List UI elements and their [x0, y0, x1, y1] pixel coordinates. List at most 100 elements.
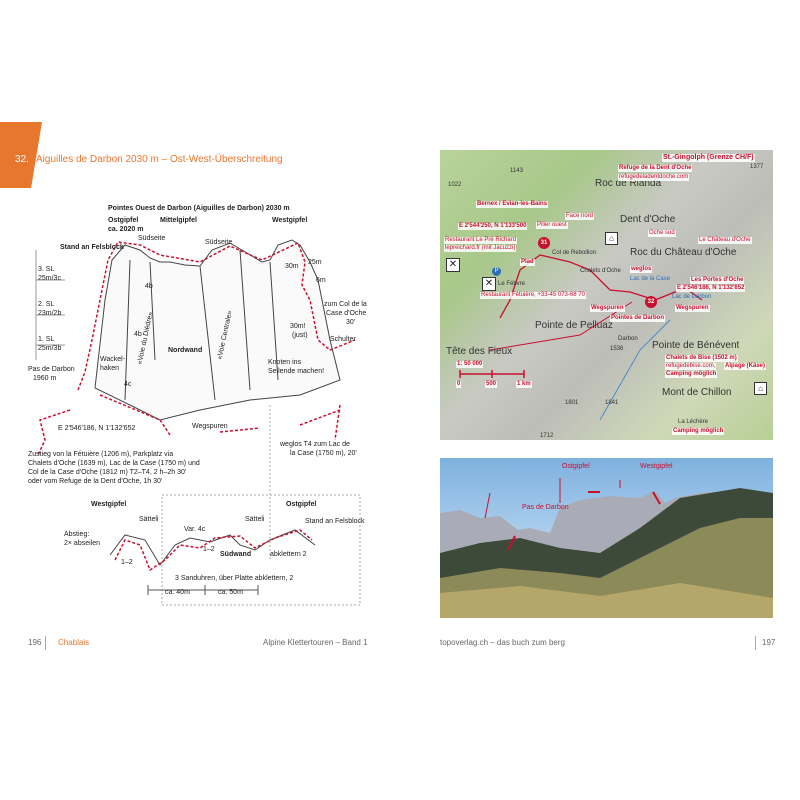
label-nordwand: Nordwand: [168, 347, 203, 354]
map-direction: St.-Gingolph (Grenze CH/F): [662, 154, 755, 162]
route-number: 32.: [15, 154, 29, 165]
map-label: Roc de Rianda: [595, 178, 662, 189]
pitch-label: 2. SL: [38, 301, 55, 308]
map-elevation: 1712: [540, 433, 554, 439]
route-badge: 32: [645, 296, 657, 308]
map-scale-tick: 1 km: [516, 381, 532, 388]
map-label: Alpage (Käse): [724, 363, 767, 370]
photo-label-westgipfel: Westgipfel: [640, 463, 673, 470]
map-route: Face nord: [565, 213, 595, 220]
length: 30m!: [290, 323, 306, 330]
divider: [755, 636, 756, 650]
map-label: Col de Rebollion: [552, 250, 597, 256]
map-coords: E 2'544'250, N 1'133'500: [458, 223, 528, 230]
map-restaurant: Restaurant Le Pré Richard: [444, 237, 518, 244]
label-stand: Stand an Felsblock: [60, 244, 124, 251]
inset-distance: ca. 50m: [218, 589, 243, 596]
map-label: Chalets d'Oche: [580, 268, 621, 274]
map-label: Camping möglich: [665, 371, 718, 378]
route-badge: 31: [538, 237, 550, 249]
length-note: (just): [292, 332, 308, 339]
label-suedseite: Südseite: [205, 239, 233, 246]
map-label: Le Fébvre: [498, 281, 526, 287]
page-title: Aiguilles de Darbon 2030 m – Ost-West-Üb…: [36, 154, 283, 165]
map-elevation: 1801: [565, 400, 579, 406]
map-restaurant: Restaurant Fétuière, +33-45 073-68 70: [480, 292, 586, 299]
map-label: Pointes de Darbon: [610, 315, 666, 322]
inset-sanduhren: 3 Sanduhren, über Platte abklettern, 2: [175, 575, 294, 582]
label-ostgipfel-alt: ca. 2020 m: [108, 226, 144, 233]
map-label: La Léchère: [678, 419, 709, 425]
inset-stand: Stand an Felsblock: [305, 518, 365, 525]
label-mittelgipfel: Mittelgipfel: [160, 217, 197, 224]
label-suedseite: Südseite: [138, 235, 166, 242]
map-hut-label: Chalets de Bise (1502 m): [665, 355, 738, 362]
label-col: 30': [346, 319, 356, 326]
label-col: Case d'Oche: [326, 310, 367, 317]
map-label: Roc du Château d'Oche: [630, 247, 737, 258]
coords: E 2'546'186, N 1'132'652: [58, 425, 136, 432]
map-coords: E 2'546'186, N 1'132'652: [676, 285, 746, 292]
grade: 4b: [145, 283, 153, 290]
map-hut-label: Refuge de la Dent d'Oche: [618, 165, 693, 172]
map-elevation: 1143: [510, 168, 523, 174]
warning-note: Seilende machen!: [268, 368, 325, 375]
map-route: Le Château d'Oche: [698, 237, 752, 244]
book-title: Alpine Klettertouren – Band 1: [263, 638, 368, 647]
map-label: Pointe de Bénévent: [652, 340, 740, 351]
pitch-grade: 23m/2b: [38, 310, 62, 317]
inset-distance: ca. 40m: [165, 589, 190, 596]
inset-variant: Var. 4c: [184, 526, 206, 533]
map-label: Wegspuren: [590, 305, 625, 312]
topographic-map: Roc de Rianda Dent d'Oche Roc du Château…: [440, 150, 773, 440]
photo-label-ostgipfel: Ostgipfel: [562, 463, 590, 470]
inset-abstieg: 2× abseilen: [64, 540, 101, 547]
grade: 4c: [124, 381, 132, 388]
warning-note: Knoten ins: [268, 359, 302, 366]
map-elevation: 1022: [448, 182, 462, 188]
map-routes: [459, 254, 703, 421]
inset-abklettern: abklettern 2: [270, 551, 307, 558]
map-label: Pointe de Pelluaz: [535, 320, 613, 331]
approach-note: Col de la Case d'Oche (1812 m) T2–T4, 2 …: [28, 469, 187, 476]
label-wackelhaken: Wackel-: [100, 356, 126, 363]
mountain-photo: Ostgipfel Westgipfel Pas de Darbon: [440, 458, 773, 618]
label-ostgipfel: Ostgipfel: [108, 217, 139, 224]
map-label: Les Portes d'Oche: [690, 277, 745, 284]
photo-landscape: [440, 478, 773, 618]
publisher-tagline: topoverlag.ch – das buch zum berg: [440, 638, 565, 647]
map-elevation: 1841: [605, 400, 619, 406]
pitch-label: 3. SL: [38, 266, 55, 273]
inset-ostgipfel: Ostgipfel: [286, 501, 317, 508]
restaurant-icon: ✕: [482, 277, 496, 291]
hut-icon: ⌂: [754, 382, 767, 395]
label-pas-alt: 1960 m: [33, 375, 57, 382]
approach-note: Zustieg von la Fétuière (1206 m), Parkpl…: [28, 451, 174, 458]
length: 30m: [285, 263, 299, 270]
descent-note: la Case (1750 m), 20': [290, 450, 357, 457]
map-restaurant: lepreichard.fr (mit Jacuzzi): [444, 245, 517, 252]
inset-westgipfel: Westgipfel: [91, 501, 127, 508]
map-elevation: 1377: [750, 164, 764, 170]
approach-note: oder vom Refuge de la Dent d'Oche, 1h 30…: [28, 478, 163, 485]
restaurant-icon: ✕: [446, 258, 460, 272]
map-label: Camping möglich: [672, 428, 725, 435]
section-name: Chablais: [58, 638, 90, 647]
map-route: Pilier ouest: [536, 222, 568, 229]
page-number-left: 196: [28, 638, 42, 647]
grade: 1–2: [203, 546, 215, 553]
parking-icon: P: [492, 267, 501, 276]
map-direction: Bernex / Evian-les-Bains: [476, 201, 549, 208]
inset-satteli: Sätteli: [139, 516, 159, 523]
topo-lines: [35, 239, 361, 606]
inset-suedwand: Südwand: [220, 551, 252, 558]
length: 6m: [316, 277, 326, 284]
photo-label-pas: Pas de Darbon: [522, 504, 569, 511]
map-scale: 1: 50 000: [456, 361, 484, 368]
divider: [45, 636, 46, 650]
map-label: Tête des Fieux: [446, 346, 513, 357]
map-label: Plad: [520, 259, 535, 266]
label-wackelhaken: haken: [100, 365, 120, 372]
pitch-label: 1. SL: [38, 336, 55, 343]
map-hut-url: refugedeladentdoche.com: [618, 174, 690, 181]
